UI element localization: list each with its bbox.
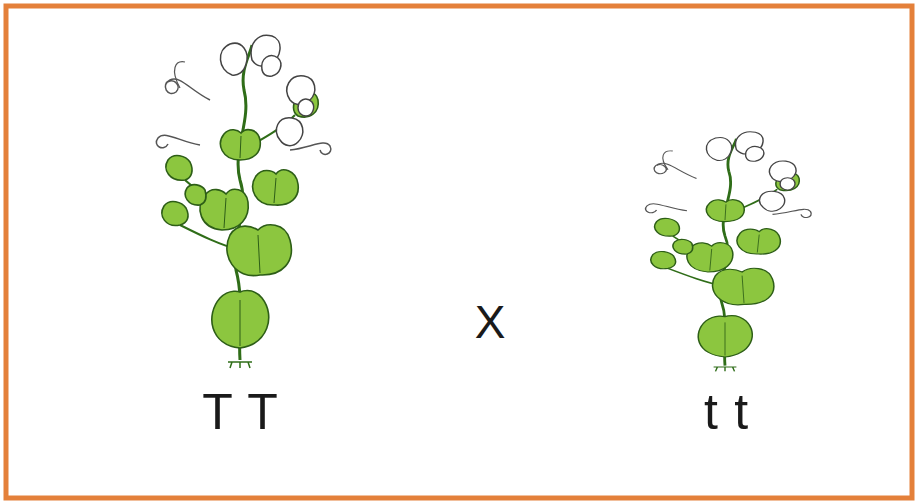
- short-plant: [646, 132, 812, 372]
- genotype-label: T T: [202, 387, 278, 437]
- cross-symbol: X: [475, 299, 506, 345]
- genotype-label: t t: [704, 387, 748, 437]
- frame: [6, 6, 912, 498]
- tall-plant: [156, 35, 330, 368]
